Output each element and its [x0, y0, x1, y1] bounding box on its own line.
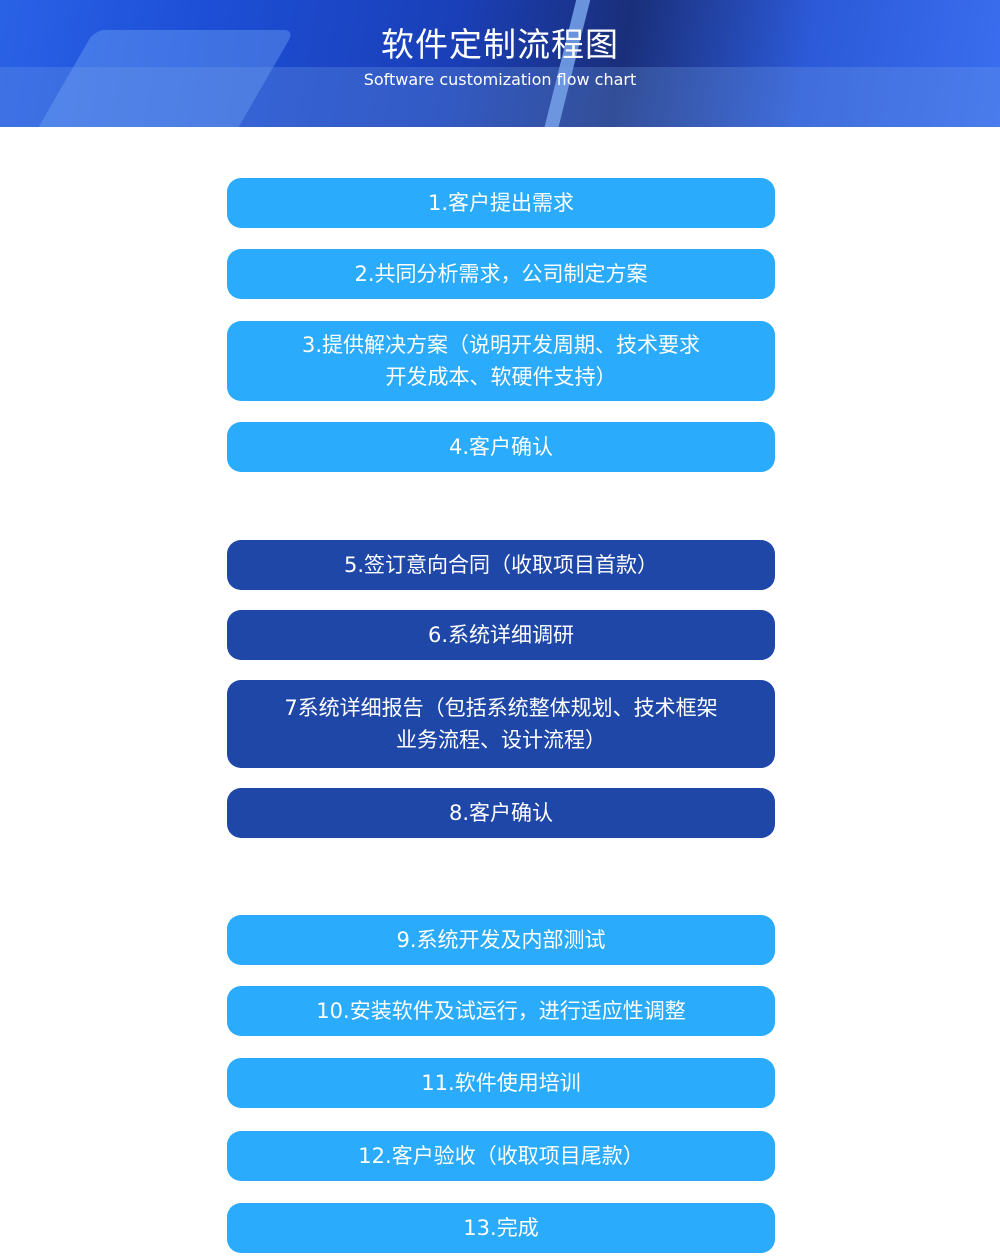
- flow-step-13: 13.完成: [227, 1203, 775, 1253]
- header-banner: 软件定制流程图 Software customization flow char…: [0, 0, 1000, 127]
- flow-step-7: 7系统详细报告（包括系统整体规划、技术框架 业务流程、设计流程）: [227, 680, 775, 768]
- flow-step-11: 11.软件使用培训: [227, 1058, 775, 1108]
- flow-step-8: 8.客户确认: [227, 788, 775, 838]
- flow-step-4: 4.客户确认: [227, 422, 775, 472]
- flow-step-2: 2.共同分析需求，公司制定方案: [227, 249, 775, 299]
- flow-step-10: 10.安装软件及试运行，进行适应性调整: [227, 986, 775, 1036]
- banner-subtitle-band: [0, 67, 1000, 127]
- page-subtitle: Software customization flow chart: [363, 70, 637, 89]
- page-title: 软件定制流程图: [381, 25, 619, 64]
- flow-step-6: 6.系统详细调研: [227, 610, 775, 660]
- flow-step-1: 1.客户提出需求: [227, 178, 775, 228]
- flow-step-12: 12.客户验收（收取项目尾款）: [227, 1131, 775, 1181]
- flow-step-9: 9.系统开发及内部测试: [227, 915, 775, 965]
- flow-step-5: 5.签订意向合同（收取项目首款）: [227, 540, 775, 590]
- flow-step-3: 3.提供解决方案（说明开发周期、技术要求 开发成本、软硬件支持）: [227, 321, 775, 401]
